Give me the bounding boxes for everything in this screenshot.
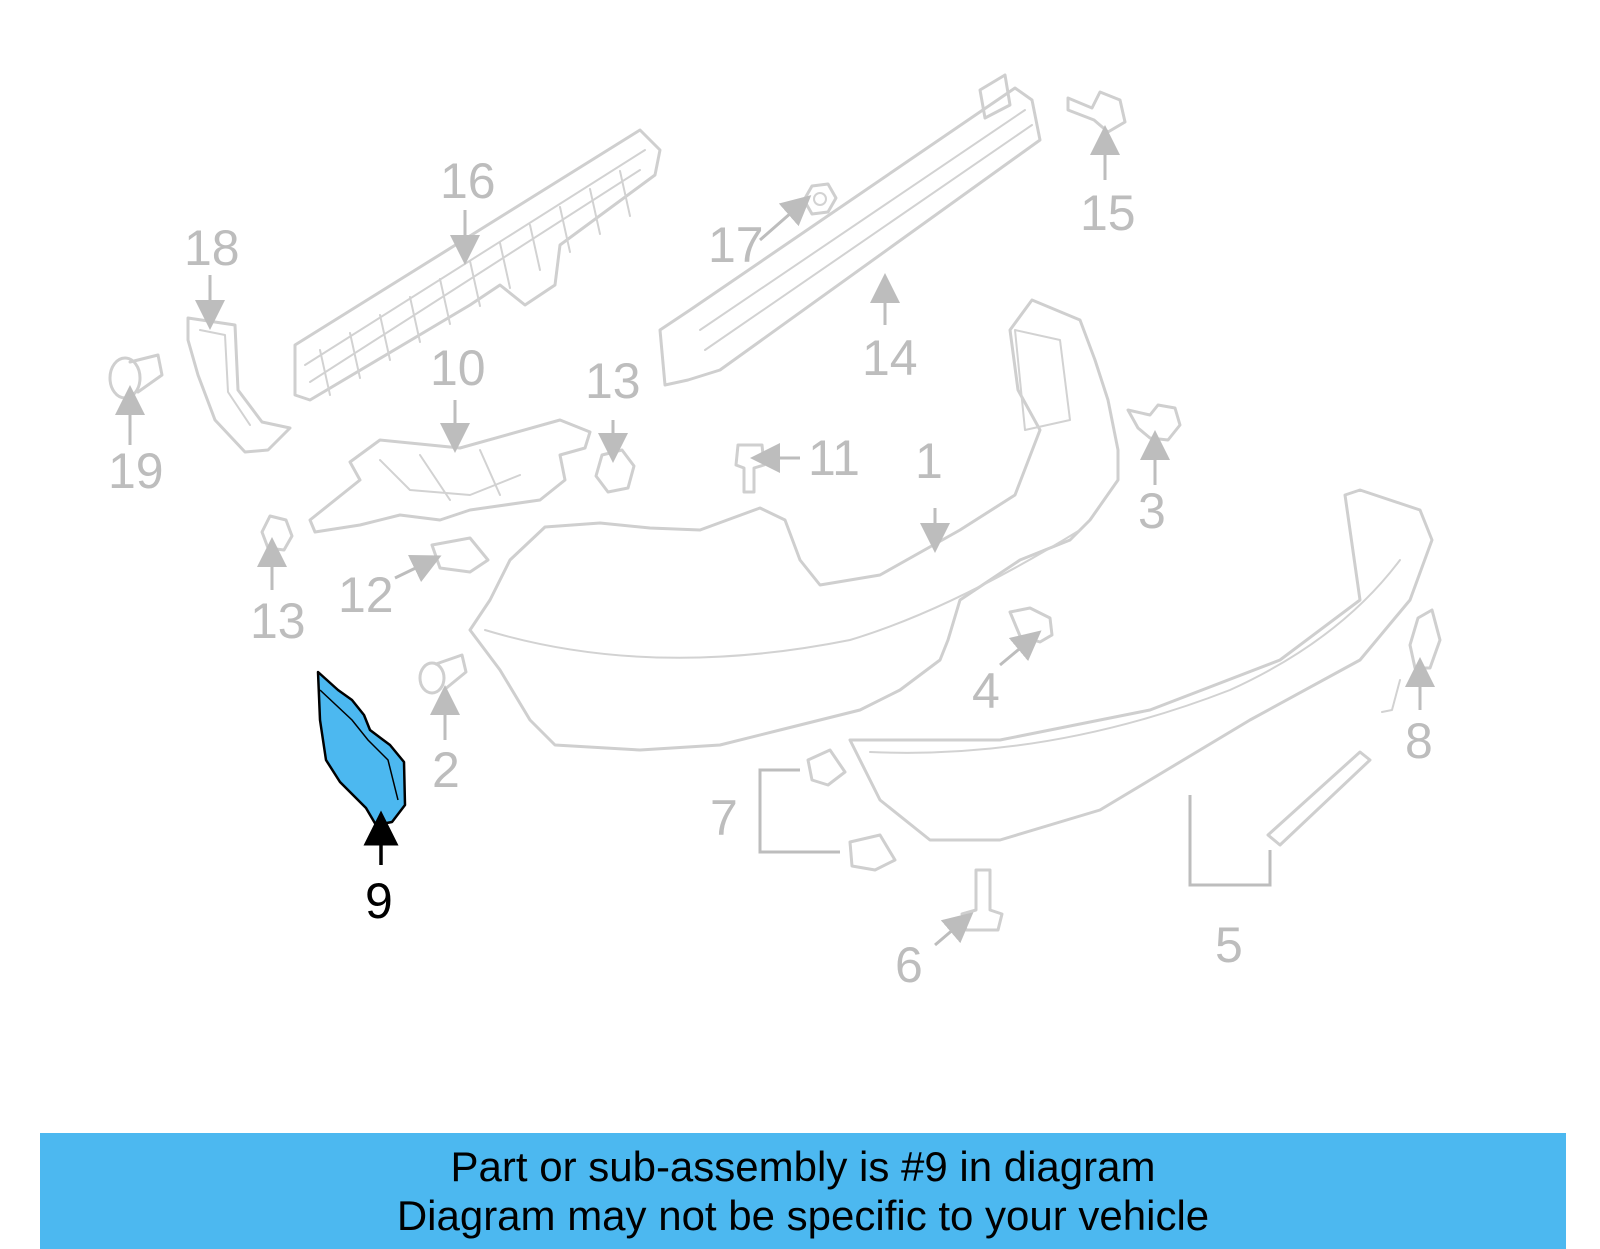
banner-line-2: Diagram may not be specific to your vehi… [396,1192,1210,1239]
part-17-nut [802,182,838,216]
callout-7: 7 [710,790,738,846]
part-12-retainer [430,536,490,574]
callout-16: 16 [440,153,496,209]
callout-4: 4 [972,663,1000,719]
part-5-valance [848,488,1434,847]
callout-9: 9 [365,873,393,929]
part-7-clips [806,748,897,872]
part-2-bolt [418,653,468,695]
part-10-bracket [308,418,592,534]
part-11-bolt [734,443,766,494]
callout-10: 10 [430,340,486,396]
part-9-highlighted [316,670,407,827]
leader-lines [115,125,1435,947]
callout-11: 11 [808,430,860,486]
part-19-bolt [108,353,164,400]
info-banner: Part or sub-assembly is #9 in diagram Di… [40,1133,1566,1249]
callout-12: 12 [338,567,394,623]
callout-numbers: 1 2 3 4 5 6 7 8 9 10 11 12 13 13 14 15 1… [108,153,1433,993]
callout-19: 19 [108,443,164,499]
callout-3: 3 [1138,483,1166,539]
part-14-reinforcement [658,73,1042,387]
part-4-clip [1008,606,1054,644]
callout-13-lower: 13 [250,593,306,649]
parts-diagram: 1 2 3 4 5 6 7 8 9 10 11 12 13 13 14 15 1… [108,73,1442,993]
part-18-bracket [186,316,292,454]
part-13-nut-lower [260,514,294,552]
callout-5: 5 [1215,917,1243,973]
callout-17: 17 [708,217,764,273]
callout-14: 14 [862,330,918,386]
callout-8: 8 [1405,713,1433,769]
callout-15: 15 [1080,185,1136,241]
part-6-bolt [960,868,1004,932]
callout-6: 6 [895,937,923,993]
callout-18: 18 [184,220,240,276]
callout-2: 2 [432,742,460,798]
banner-line-1: Part or sub-assembly is #9 in diagram [450,1143,1156,1190]
part-3-pin [1126,403,1182,442]
part-13-nut-upper [594,448,636,494]
callout-13-upper: 13 [585,353,641,409]
callout-1: 1 [915,433,943,489]
part-1-bumper-cover [468,298,1120,752]
part-15-bolt [1066,90,1127,134]
